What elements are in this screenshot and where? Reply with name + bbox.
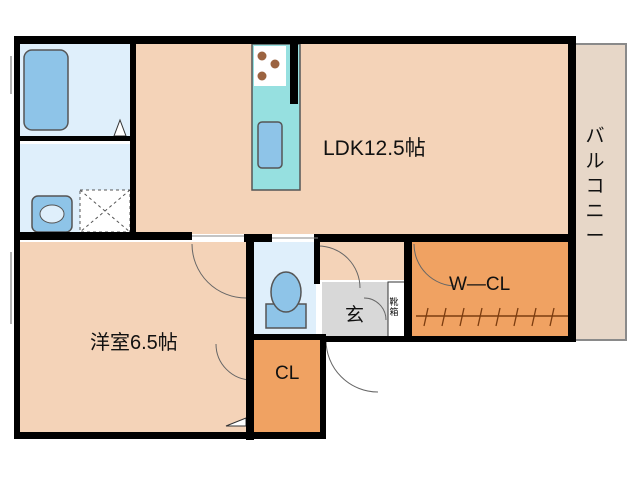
wcl-floor xyxy=(412,242,572,338)
burner-1 xyxy=(257,51,267,61)
walk-in-closet-label: W—CL xyxy=(449,274,511,295)
door-arc-bedroom-2 xyxy=(215,343,253,381)
door-arc-bedroom xyxy=(191,243,247,299)
balcony-label: バルコニー xyxy=(585,126,605,247)
washbasin-bowl xyxy=(39,204,65,224)
hanger xyxy=(441,307,447,327)
wall-toilet-bottom xyxy=(246,334,326,340)
wall-ldk-bottom-3 xyxy=(318,234,568,242)
closet-label: CL xyxy=(275,363,300,384)
genkan-floor xyxy=(322,282,388,340)
yoshitsu-floor xyxy=(18,242,252,434)
burner-2 xyxy=(270,59,280,69)
cl-floor xyxy=(254,340,322,436)
entrance-label: 玄 xyxy=(345,305,365,326)
door-arc-genkan xyxy=(325,339,379,393)
door-arc-ldk xyxy=(363,297,387,321)
balcony xyxy=(573,43,627,341)
wall-bottom-right xyxy=(404,336,576,342)
wall-ldk-bottom xyxy=(14,232,192,240)
western-room-label: 洋室6.5帖 xyxy=(90,332,178,354)
wm-diagonal-b xyxy=(79,189,131,233)
hanger xyxy=(477,307,483,327)
hanger xyxy=(513,307,519,327)
hanger xyxy=(531,307,537,327)
wall-genkan-bottom xyxy=(320,336,406,342)
shoe-box-label: 靴箱 xyxy=(389,297,399,317)
ldk-label: LDK12.5帖 xyxy=(323,137,426,160)
kitchen-sink xyxy=(257,121,283,169)
hanger xyxy=(423,307,429,327)
wall-kitchen xyxy=(290,44,298,104)
wall-cl-right xyxy=(320,336,326,438)
wall-toilet-right xyxy=(314,234,320,284)
burner-3 xyxy=(257,71,267,81)
hanger xyxy=(459,307,465,327)
bathtub xyxy=(23,49,69,131)
wall-wcl-left xyxy=(404,234,412,342)
hanger xyxy=(495,307,501,327)
toilet-bowl xyxy=(270,271,302,313)
cooktop xyxy=(254,46,286,86)
wall-ldk-bottom-2 xyxy=(244,234,272,242)
ldk-floor xyxy=(136,42,572,234)
wall-bath-wash xyxy=(14,136,134,141)
door-arc-hall xyxy=(317,245,361,289)
door-arc-wcl xyxy=(413,243,457,287)
wall-bottom-left xyxy=(14,432,326,439)
hanger xyxy=(549,307,555,327)
wall-top xyxy=(14,36,576,44)
wall-right xyxy=(568,36,576,342)
